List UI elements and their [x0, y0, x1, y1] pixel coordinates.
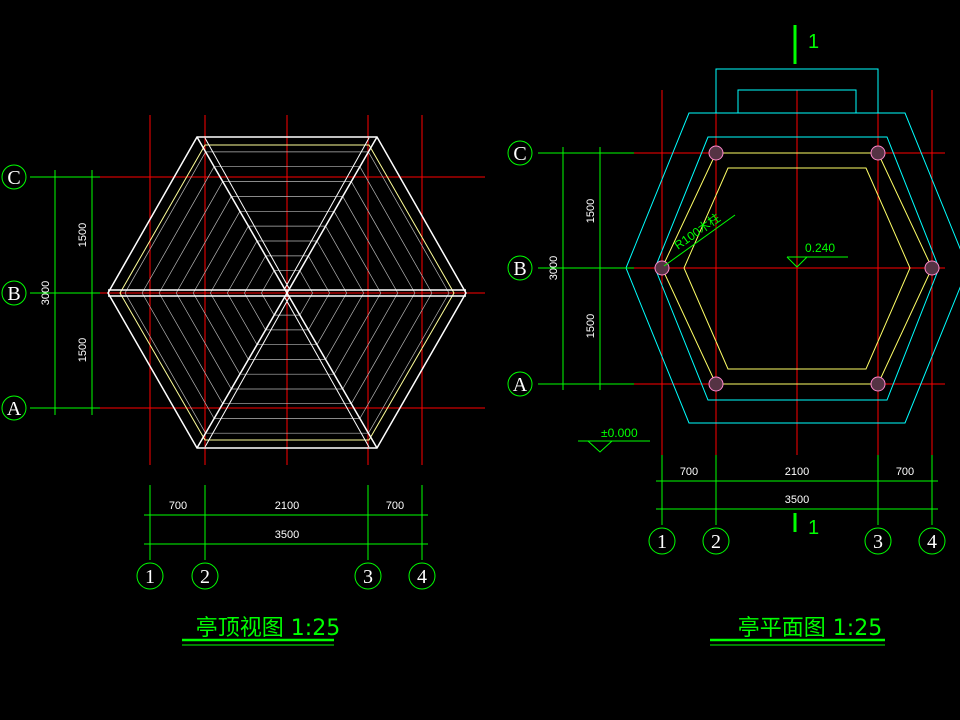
roof-hatch-line — [368, 151, 450, 294]
roof-hatch-line — [316, 240, 348, 294]
right-dim-v-1: 1500 — [585, 199, 597, 223]
roof-top-view: 1500 1500 3000 C B A 700 2100 700 3500 — [1, 115, 485, 646]
roof-hatch-line — [368, 292, 450, 434]
left-dim-v-total: 3000 — [40, 281, 52, 305]
right-dim-h-total: 3500 — [785, 494, 809, 506]
left-row-label-c: C — [7, 167, 20, 189]
roof-hatch-line — [316, 292, 348, 345]
left-dim-h-1: 700 — [169, 500, 187, 512]
roof-hatch-line — [333, 292, 382, 375]
roof-outline — [107, 136, 467, 449]
left-horizontal-dims — [144, 485, 428, 560]
left-drawing-title: 亭顶视图 1:25 — [196, 616, 340, 641]
right-col-label-2: 2 — [711, 531, 721, 553]
roof-hatch-line — [244, 255, 266, 294]
left-dim-v-2: 1500 — [77, 338, 89, 362]
roof-hatch-line — [141, 166, 215, 294]
right-row-label-c: C — [513, 143, 526, 165]
right-drawing-title: 亭平面图 1:25 — [738, 616, 882, 641]
roof-hatch-line — [226, 240, 258, 294]
elevation-inner: 0.240 — [786, 241, 848, 268]
section-label-top: 1 — [808, 31, 819, 53]
roof-hatch-line — [192, 211, 241, 294]
roof-hatch-line — [175, 196, 232, 294]
left-dim-v-1: 1500 — [77, 223, 89, 247]
right-row-label-a: A — [513, 374, 528, 396]
roof-hatch-line — [342, 196, 399, 294]
right-dim-h-1: 700 — [680, 466, 698, 478]
right-row-label-b: B — [513, 258, 526, 280]
roof-hatch-line — [124, 151, 206, 294]
left-dim-h-2: 2100 — [275, 500, 299, 512]
roof-hatch-line — [308, 292, 330, 331]
right-dim-v-total: 3000 — [548, 256, 560, 280]
right-col-label-3: 3 — [873, 531, 883, 553]
section-mark-top: 1 — [793, 25, 819, 64]
roof-hatch-line — [342, 292, 399, 390]
roof-hatch-line — [244, 292, 266, 331]
roof-hatch-line — [158, 181, 224, 294]
roof-hatch-line — [350, 292, 416, 404]
column-label-leader — [663, 214, 736, 267]
roof-hatch-line — [325, 292, 365, 360]
right-vertical-dims — [538, 147, 634, 390]
elevation-ground: ±0.000 — [578, 426, 650, 453]
section-label-bottom: 1 — [808, 517, 819, 539]
left-vertical-dims — [30, 170, 100, 415]
elevation-ground-label: ±0.000 — [601, 426, 638, 440]
left-row-label-a: A — [7, 398, 22, 420]
roof-hatch-line — [141, 292, 215, 419]
roof-hatch-line — [350, 181, 416, 294]
roof-hatch-line — [209, 225, 249, 294]
left-col-label-2: 2 — [200, 566, 210, 588]
roof-hatch-line — [158, 292, 224, 404]
pavilion-plan: 1 1 R100木柱 0.240 ±0.000 1500 — [507, 25, 960, 646]
roof-hatch-line — [359, 166, 433, 294]
roof-hatch-line — [124, 292, 206, 434]
right-col-label-1: 1 — [657, 531, 667, 553]
section-mark-bottom: 1 — [793, 513, 819, 539]
right-col-bubbles — [648, 527, 946, 555]
right-dim-h-2: 2100 — [785, 466, 809, 478]
left-col-bubbles — [136, 562, 436, 590]
roof-hatch-line — [226, 292, 258, 345]
left-col-label-1: 1 — [145, 566, 155, 588]
roof-hatch-line — [175, 292, 232, 390]
roof-hatch-line — [209, 292, 249, 360]
left-col-label-4: 4 — [417, 566, 427, 588]
right-horizontal-dims — [656, 455, 938, 525]
roof-hatch-line — [359, 292, 433, 419]
left-row-bubbles — [1, 164, 27, 421]
left-dim-h-total: 3500 — [275, 529, 299, 541]
left-row-label-b: B — [7, 283, 20, 305]
right-dim-v-2: 1500 — [585, 314, 597, 338]
roof-hatch-line — [308, 255, 330, 294]
right-col-label-4: 4 — [927, 531, 937, 553]
right-row-bubbles — [507, 140, 533, 397]
roof-hatch-line — [325, 225, 365, 294]
roof-hatch-line — [333, 211, 382, 294]
right-dim-h-3: 700 — [896, 466, 914, 478]
roof-hatch-line — [192, 292, 241, 375]
left-dim-h-3: 700 — [386, 500, 404, 512]
left-col-label-3: 3 — [363, 566, 373, 588]
elevation-inner-label: 0.240 — [805, 241, 835, 255]
roof-hatching — [124, 151, 450, 434]
wood-columns — [654, 145, 940, 392]
